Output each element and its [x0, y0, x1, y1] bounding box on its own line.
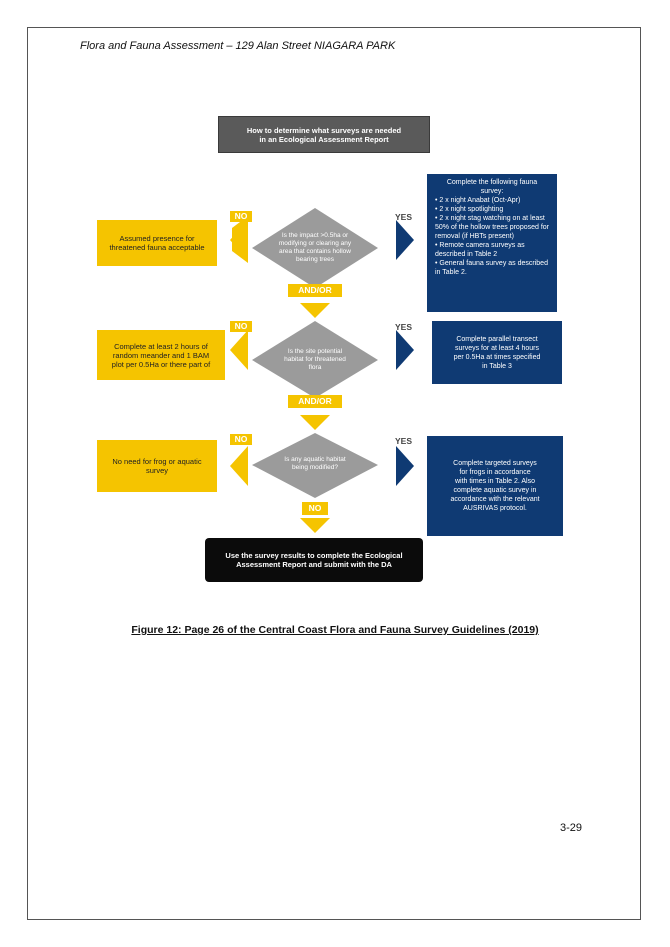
- page-border: [27, 27, 641, 920]
- andor-label-1: AND/OR: [288, 284, 342, 297]
- andor-arrow-2-head: [300, 415, 330, 430]
- list-item: • 2 x night spotlighting: [435, 206, 504, 213]
- final-step-line-1: Use the survey results to complete the E…: [225, 551, 403, 560]
- yes-outcome-2-line-3: per 0.5Ha at times specified: [453, 353, 541, 361]
- final-step-box: Use the survey results to complete the E…: [205, 538, 423, 582]
- yes-outcome-1: Complete the following fauna survey: • 2…: [427, 174, 557, 312]
- no-label-3: NO: [230, 434, 252, 445]
- yes-arrow-2-head: [396, 330, 414, 370]
- no-outcome-3: No need for frog or aquatic survey: [97, 440, 217, 492]
- yes-outcome-3-line-3: with times in Table 2. Also: [454, 478, 535, 485]
- list-item: • 2 x night stag watching on at least 50…: [435, 215, 550, 240]
- question-3: Is any aquatic habitat being modified?: [260, 456, 370, 472]
- no-arrow-1-head: [230, 220, 248, 260]
- question-1-line-2: modifying or clearing any: [278, 240, 352, 247]
- yes-label-3: YES: [395, 436, 413, 446]
- no-outcome-2-line-1: Complete at least 2 hours of: [114, 341, 208, 351]
- question-1-line-3: area that contains hollow: [279, 248, 351, 255]
- no-outcome-1: Assumed presence for threatened fauna ac…: [97, 220, 217, 266]
- list-item: • 2 x night Anabat (Oct-Apr): [435, 197, 521, 204]
- flowchart-title-line-1: How to determine what surveys are needed: [246, 125, 402, 135]
- yes-outcome-3-line-4: complete aquatic survey in: [453, 487, 537, 494]
- decision-diamond-2: [252, 321, 378, 398]
- yes-label-1: YES: [395, 212, 413, 222]
- no-outcome-3-line-2: survey: [145, 466, 169, 475]
- final-step-line-2: Assessment Report and submit with the DA: [236, 560, 392, 569]
- yes-outcome-2-line-1: Complete parallel transect: [456, 335, 538, 343]
- flowchart-title: How to determine what surveys are needed…: [218, 116, 430, 153]
- no-outcome-2: Complete at least 2 hours of random mean…: [97, 330, 225, 380]
- yes-arrow-1-head: [396, 220, 414, 260]
- no-outcome-3-line-1: No need for frog or aquatic: [112, 457, 202, 466]
- page-number: 3-29: [560, 822, 583, 834]
- decision-diamond-1: [252, 208, 378, 288]
- question-1: Is the impact >0.5ha or modifying or cle…: [260, 232, 370, 264]
- no-outcome-1-line-2: threatened fauna acceptable: [109, 243, 205, 252]
- yes-outcome-3-line-5: accordance with the relevant: [450, 496, 540, 503]
- flowchart-title-line-2: in an Ecological Assessment Report: [259, 134, 389, 144]
- no-arrow-bottom-head: [300, 518, 330, 533]
- figure-caption: Figure 12: Page 26 of the Central Coast …: [131, 624, 539, 636]
- no-outcome-2-line-2: random meander and 1 BAM: [112, 350, 210, 360]
- page-header: Flora and Fauna Assessment – 129 Alan St…: [80, 40, 396, 52]
- question-2: Is the site potential habitat for threat…: [260, 348, 370, 372]
- yes-outcome-2: Complete parallel transect surveys for a…: [432, 321, 562, 384]
- yes-outcome-3-line-2: for frogs in accordance: [459, 469, 531, 476]
- yes-outcome-1-list: • 2 x night Anabat (Oct-Apr) • 2 x night…: [435, 196, 549, 277]
- list-item: • General fauna survey as described in T…: [435, 260, 548, 276]
- question-1-line-1: Is the impact >0.5ha or: [281, 232, 349, 239]
- no-outcome-2-line-3: plot per 0.5Ha or there part of: [111, 359, 211, 369]
- question-2-line-2: habitat for threatened: [284, 356, 346, 363]
- no-label-2: NO: [230, 321, 252, 332]
- no-outcome-1-line-1: Assumed presence for: [119, 234, 195, 243]
- flowchart: How to determine what surveys are needed…: [90, 108, 580, 588]
- yes-label-2: YES: [395, 322, 413, 332]
- yes-outcome-1-intro: Complete the following fauna survey:: [446, 179, 538, 195]
- decision-diamond-3: [252, 433, 378, 498]
- andor-label-2: AND/OR: [288, 395, 342, 408]
- yes-outcome-3-line-1: Complete targeted surveys: [453, 460, 537, 467]
- no-label-1: NO: [230, 211, 252, 222]
- yes-outcome-2-line-2: surveys for at least 4 hours: [454, 344, 540, 352]
- andor-arrow-1-head: [300, 303, 330, 318]
- list-item: • Remote camera surveys as described in …: [435, 242, 525, 258]
- question-2-line-1: Is the site potential: [287, 348, 343, 355]
- no-arrow-2-head: [230, 330, 248, 370]
- question-3-line-1: Is any aquatic habitat: [284, 456, 346, 463]
- yes-outcome-3-line-6: AUSRIVAS protocol.: [463, 505, 527, 512]
- question-1-line-4: bearing trees: [296, 256, 334, 263]
- no-label-bottom: NO: [302, 502, 328, 515]
- yes-outcome-3: Complete targeted surveys for frogs in a…: [427, 436, 563, 536]
- flowchart-shapes: [230, 208, 414, 533]
- yes-arrow-3-head: [396, 446, 414, 486]
- question-3-line-2: being modified?: [292, 464, 338, 471]
- yes-outcome-2-line-4: in Table 3: [482, 362, 512, 370]
- question-2-line-3: flora: [308, 364, 322, 371]
- no-arrow-3-head: [230, 446, 248, 486]
